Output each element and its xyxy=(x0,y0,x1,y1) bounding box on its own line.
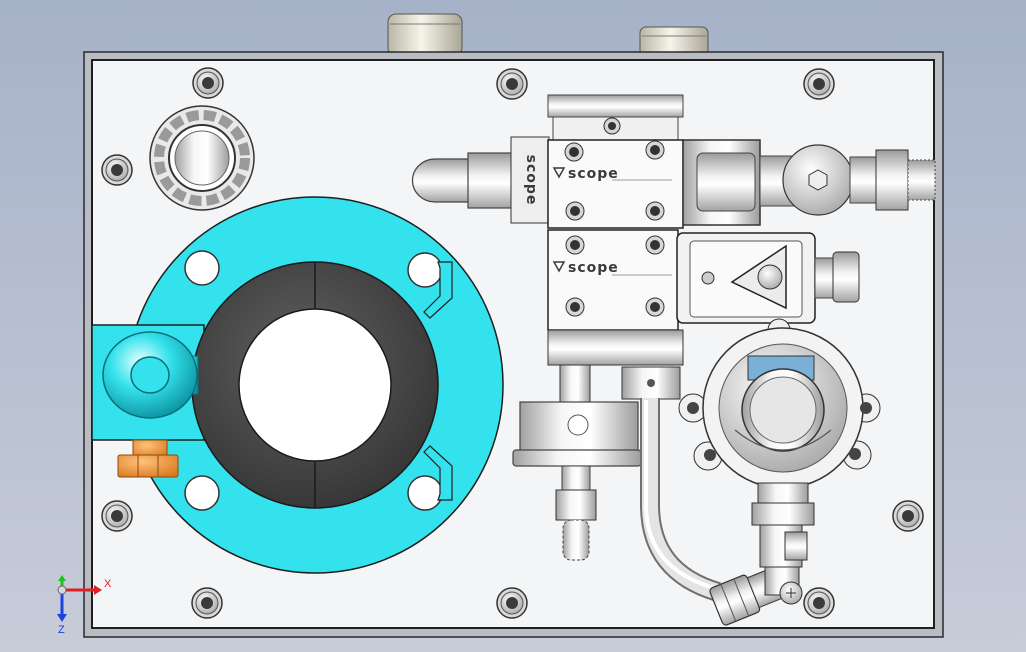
sensor-housing[interactable] xyxy=(678,318,881,489)
flange-hole xyxy=(407,475,443,511)
bolt-socket xyxy=(506,78,518,90)
tube-highlight xyxy=(644,400,715,590)
flange-bracket-top xyxy=(423,261,453,319)
flange-hole xyxy=(184,250,220,286)
valve-screw-socket xyxy=(650,302,660,312)
valve-coil-upper-face xyxy=(696,152,756,212)
top-cylinder-left[interactable] xyxy=(387,13,463,57)
housing-lug-bolt xyxy=(860,402,872,414)
triad-x-arrow xyxy=(94,585,102,595)
valve-side-label-plate xyxy=(510,136,550,224)
outlet-connector-hex xyxy=(875,149,909,211)
triad-z-arrow xyxy=(57,614,67,622)
filter-stem-hex xyxy=(555,489,597,521)
ring-nut-teeth xyxy=(154,110,250,206)
housing-lug-bolt xyxy=(704,449,716,461)
flange-bracket-bottom xyxy=(423,445,453,501)
mounting-bolt[interactable] xyxy=(803,587,835,619)
valve-upper-label: scope xyxy=(568,166,619,182)
triad-x-label: X xyxy=(104,578,112,590)
sensor-outlet-fittings[interactable] xyxy=(751,482,815,605)
outlet-thread xyxy=(907,159,936,201)
outlet-hex-socket xyxy=(808,169,828,191)
valve-top-rail xyxy=(547,94,684,118)
filter-bowl-port xyxy=(567,414,589,436)
eye-bolt-hole xyxy=(130,356,170,394)
elbow-edge xyxy=(733,578,750,617)
valve-screw-socket xyxy=(650,240,660,250)
bolt-socket xyxy=(813,78,825,90)
mounting-bolt[interactable] xyxy=(892,500,924,532)
ring-nut[interactable] xyxy=(149,105,255,211)
eye-bolt[interactable] xyxy=(102,331,199,419)
actuator-body xyxy=(467,152,515,209)
orange-nut-hex xyxy=(117,454,179,478)
elbow-edge xyxy=(720,584,737,622)
ring-nut-inner xyxy=(174,130,230,186)
valve-screw-socket xyxy=(570,206,580,216)
outlet-collar xyxy=(757,482,809,504)
cable-gland-nut xyxy=(832,251,860,303)
mounting-bolt[interactable] xyxy=(496,587,528,619)
triad-origin xyxy=(57,585,67,595)
cable-gland-body xyxy=(814,257,834,299)
coil-indicator xyxy=(701,271,715,285)
solenoid-valve-assembly[interactable]: scope scope xyxy=(411,94,936,404)
bolt-socket xyxy=(506,597,518,609)
flange-hole xyxy=(184,475,220,511)
housing-lower-arc xyxy=(734,429,832,451)
valve-logo-triangle-icon xyxy=(552,261,566,273)
triad-z-label: Z xyxy=(58,624,65,636)
actuator-nose xyxy=(411,158,473,203)
flange-hole xyxy=(407,252,443,288)
bolt-socket xyxy=(813,597,825,609)
valve-logo-triangle-icon xyxy=(552,167,566,179)
coil-center-cap xyxy=(757,264,783,290)
valve-side-label: scope xyxy=(523,155,539,206)
valve-port-fitting-left xyxy=(559,364,591,404)
mounting-bolt[interactable] xyxy=(803,68,835,100)
fitting-screw xyxy=(647,379,655,387)
valve-screw-socket xyxy=(570,302,580,312)
orange-nut[interactable] xyxy=(117,439,179,478)
outlet-side-nut xyxy=(784,531,808,561)
coordinate-triad-icon: X Z xyxy=(57,575,112,636)
valve-screw-socket xyxy=(608,122,616,130)
valve-screw-socket xyxy=(650,206,660,216)
bolt-socket xyxy=(202,77,214,89)
filter-stem xyxy=(561,465,591,491)
mounting-bolt[interactable] xyxy=(191,587,223,619)
valve-screw-socket xyxy=(570,240,580,250)
clamp-ring-bore xyxy=(238,308,392,462)
filter-bowl[interactable] xyxy=(512,401,642,561)
outlet-connector xyxy=(849,156,877,204)
bolt-socket xyxy=(902,510,914,522)
clamp-ring[interactable] xyxy=(191,261,439,509)
bolt-socket xyxy=(201,597,213,609)
top-cylinder-right[interactable] xyxy=(639,26,709,57)
mounting-bolt[interactable] xyxy=(101,500,133,532)
mounting-bolt[interactable] xyxy=(101,154,133,186)
triad-y-arrow xyxy=(58,575,66,581)
cylinder-body xyxy=(387,13,463,57)
valve-screw-socket xyxy=(650,145,660,155)
outlet-hex xyxy=(751,502,815,526)
bent-tube[interactable] xyxy=(640,398,722,602)
bolt-socket xyxy=(111,164,123,176)
mounting-bolt[interactable] xyxy=(496,68,528,100)
filter-nozzle xyxy=(562,519,590,561)
housing-lug-bolt xyxy=(849,448,861,460)
filter-bowl-rim xyxy=(512,449,642,467)
housing-bore-inner xyxy=(749,376,817,444)
bolt-socket xyxy=(111,510,123,522)
housing-lug-bolt xyxy=(687,402,699,414)
valve-base-strip xyxy=(547,329,684,366)
valve-lower-label: scope xyxy=(568,260,619,276)
mounting-bolt[interactable] xyxy=(192,67,224,99)
valve-screw-socket xyxy=(569,147,579,157)
